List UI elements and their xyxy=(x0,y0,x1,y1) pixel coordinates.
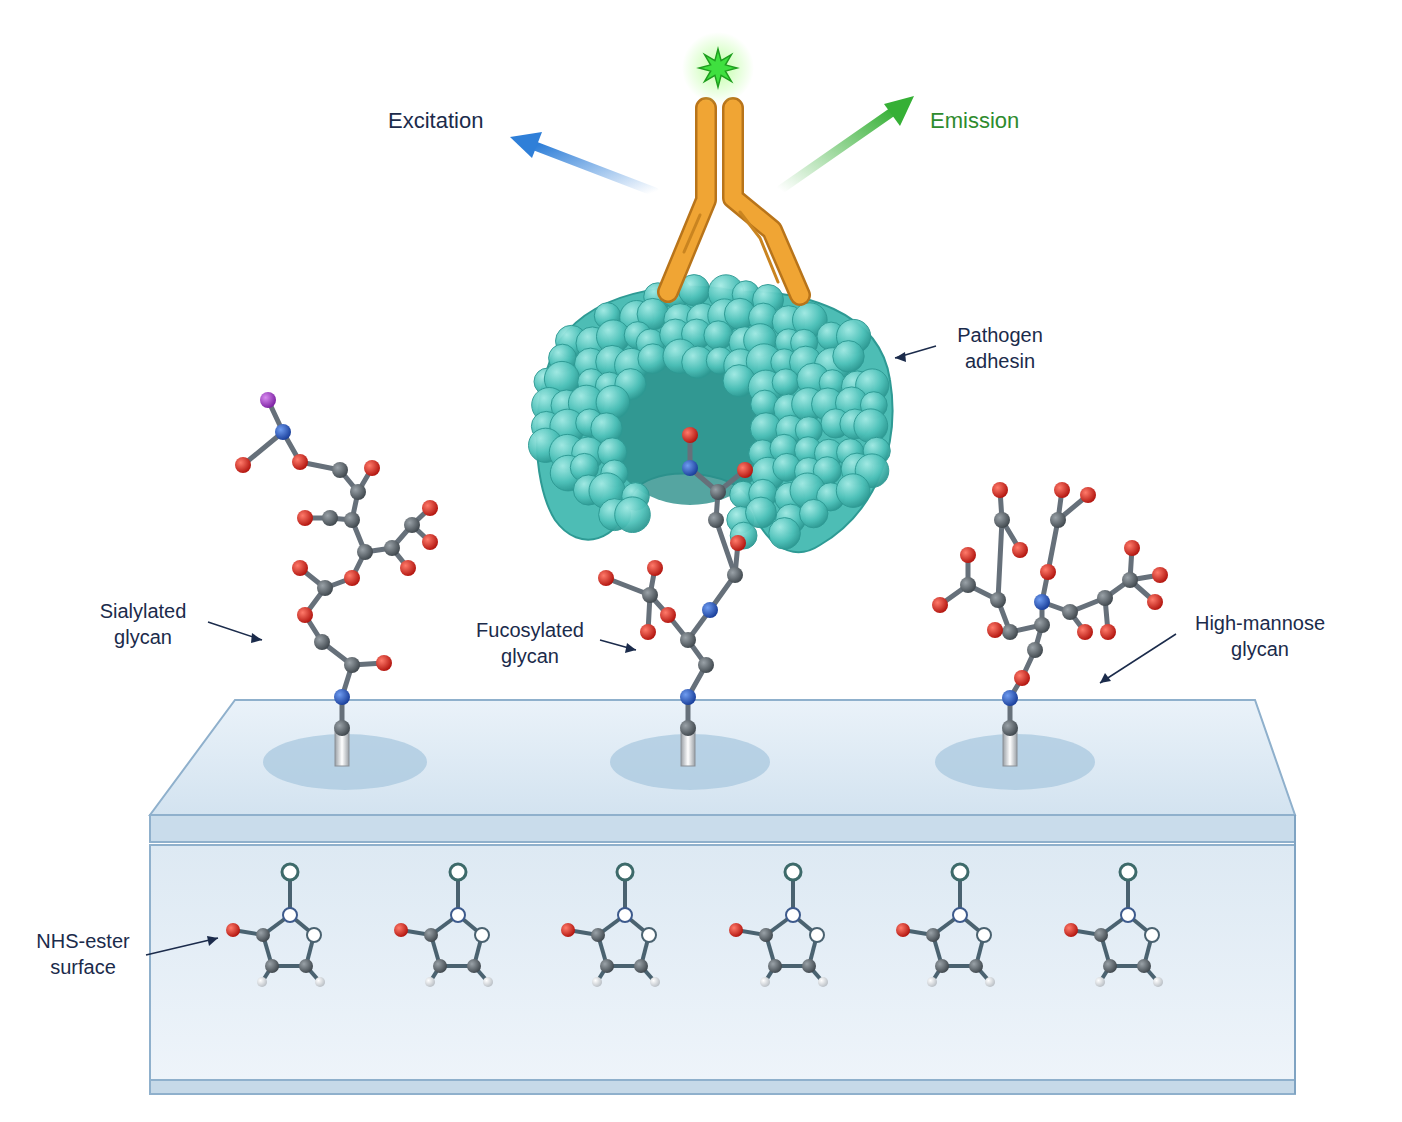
annotation-label: Sialylated glycan xyxy=(84,598,202,650)
annotation-label: Emission xyxy=(930,107,1019,136)
nhs-ring xyxy=(729,864,828,987)
annotation-label: High-mannose glycan xyxy=(1180,610,1340,662)
nhs-ring xyxy=(896,864,995,987)
annotation-label: Excitation xyxy=(388,107,483,136)
glycan-molecule xyxy=(932,482,1168,736)
adhesin-body xyxy=(537,287,893,552)
glycan-molecule xyxy=(598,427,753,736)
annotation-label: Fucosylated glycan xyxy=(464,617,596,669)
nhs-ring xyxy=(226,864,325,987)
nhs-ring xyxy=(394,864,493,987)
nhs-ring xyxy=(1064,864,1163,987)
nhs-ring xyxy=(561,864,660,987)
annotation-label: Pathogen adhesin xyxy=(944,322,1056,374)
glycan-molecule xyxy=(235,392,438,736)
annotation-label: NHS-ester surface xyxy=(24,928,142,980)
